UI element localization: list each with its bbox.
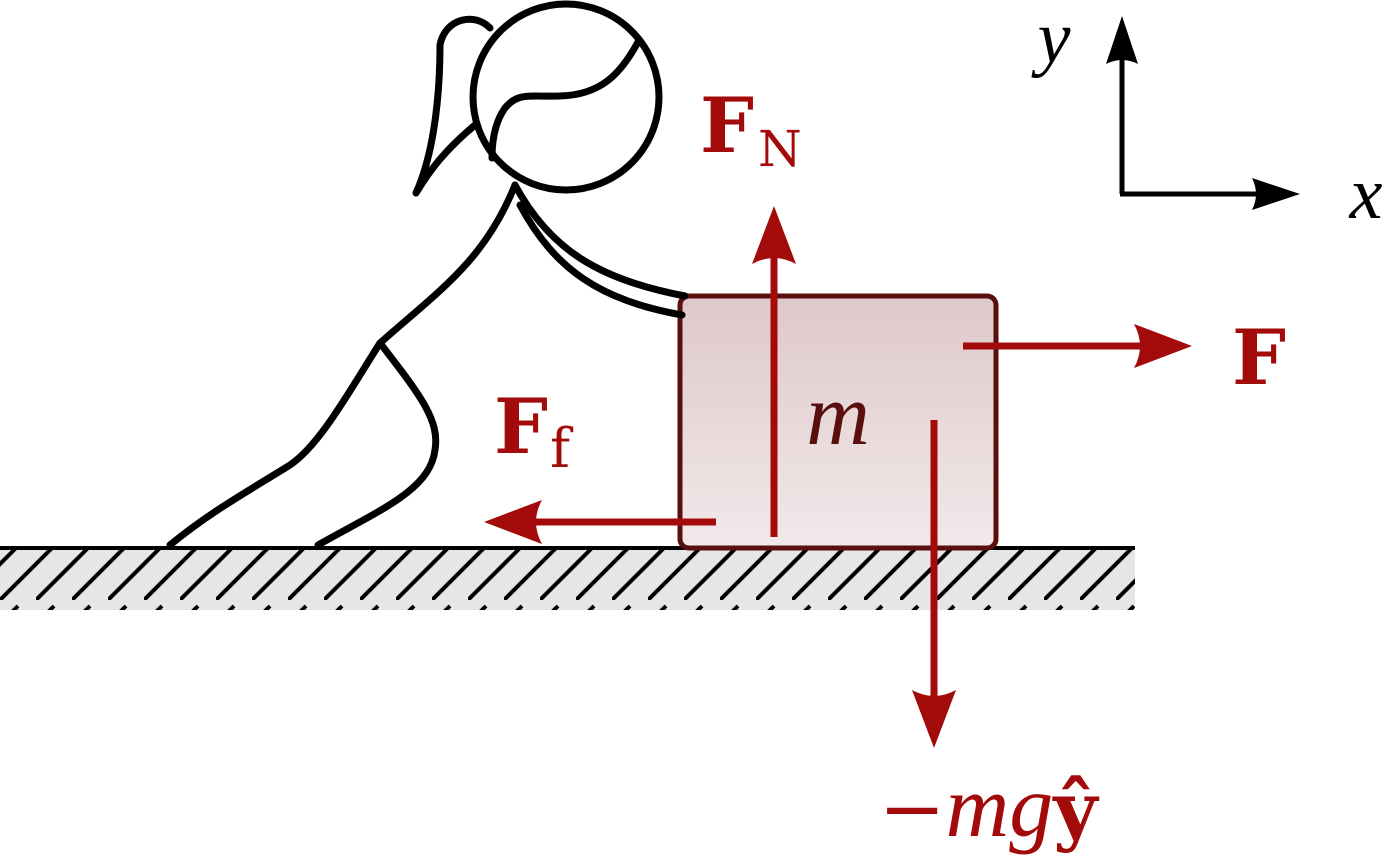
person-head <box>469 0 663 194</box>
friction-force-symbol: F <box>494 382 548 471</box>
person-front-leg <box>314 339 440 549</box>
friction-force: Ff <box>484 382 716 544</box>
normal-force-arrowhead <box>752 206 796 264</box>
applied-force-arrowhead <box>1134 324 1192 368</box>
normal-force-label: FN <box>700 81 802 178</box>
mass-label: m <box>806 367 870 464</box>
normal-force: FN <box>700 81 802 537</box>
friction-force-label: Ff <box>494 382 574 480</box>
person-arm-upper <box>511 181 689 300</box>
x-axis-label: x <box>1349 153 1383 235</box>
person-arm-lower <box>516 201 686 319</box>
weight-force-arrowhead <box>912 690 956 748</box>
friction-force-subscript: f <box>550 417 574 480</box>
ground <box>0 546 1135 610</box>
weight-force-sign: − <box>879 762 946 855</box>
weight-force-symbols: mg <box>946 759 1054 856</box>
applied-force-label: F <box>1232 313 1286 402</box>
ground-hatch-lines <box>0 548 1135 610</box>
y-axis-label: y <box>1031 0 1071 79</box>
normal-force-subscript: N <box>758 120 802 178</box>
x-axis-arrowhead <box>1252 178 1300 210</box>
person-ponytail <box>412 15 494 197</box>
person-back-leg <box>166 181 519 549</box>
weight-force-unit-vector: ŷ <box>1052 765 1099 854</box>
person-hair-fringe <box>488 38 642 162</box>
coordinate-axes: y x <box>1031 0 1383 235</box>
block <box>677 293 999 551</box>
weight-force-label: −mgŷ <box>879 759 1100 856</box>
friction-force-arrowhead <box>484 500 542 544</box>
person-figure <box>166 0 689 549</box>
weight-force: −mgŷ <box>879 420 1100 856</box>
applied-force: F <box>963 313 1286 402</box>
normal-force-symbol: F <box>700 81 754 170</box>
y-axis-arrowhead <box>1106 16 1138 64</box>
